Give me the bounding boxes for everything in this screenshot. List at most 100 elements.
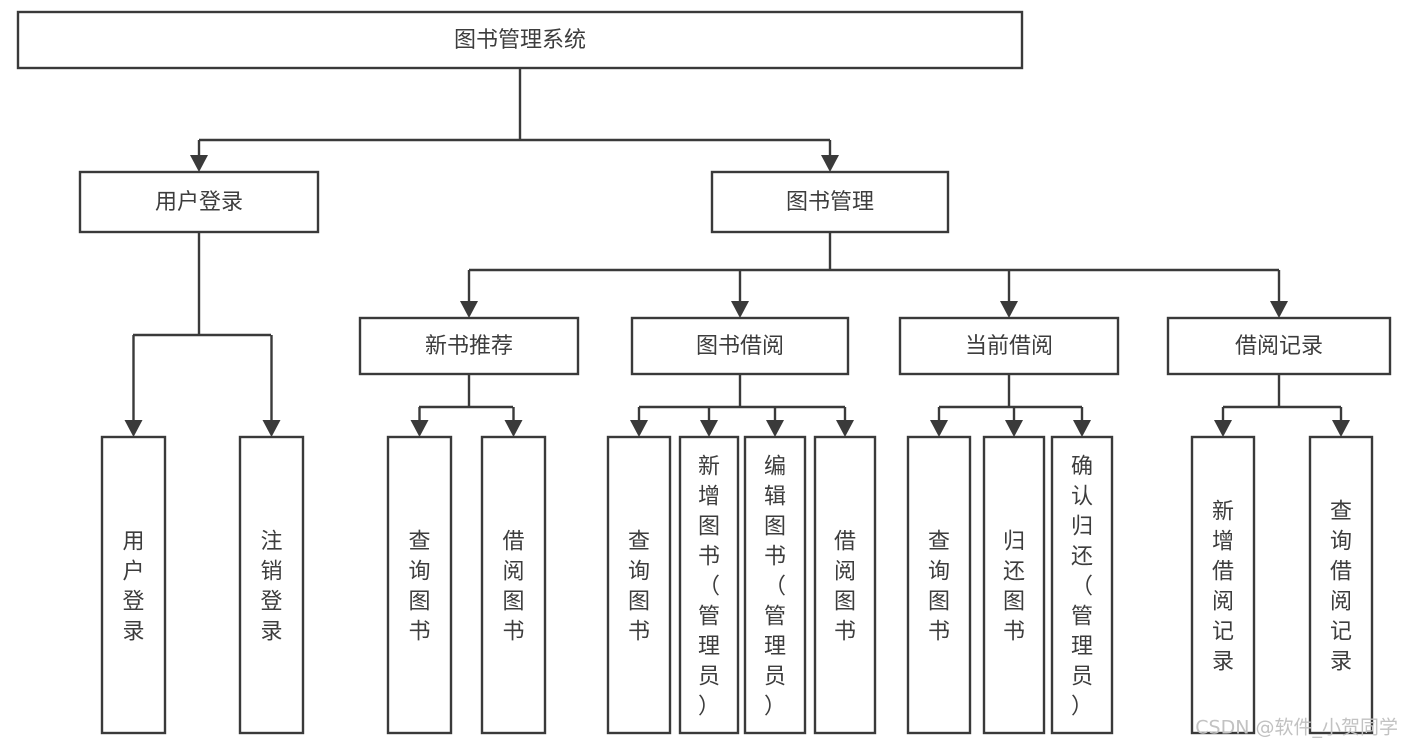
arrow-head-icon [1000,301,1018,318]
node-label-user-login: 用户登录 [155,190,243,215]
arrow-head-icon [930,420,948,437]
node-label-leaf-borrow-book-bb: 借阅图书 [834,529,856,644]
connector-group-bus-borrow-record [1223,374,1341,409]
node-user-login[interactable]: 用户登录 [78,170,320,234]
node-box-leaf-query-record[interactable] [1308,435,1374,735]
node-box-leaf-user-logout[interactable] [238,435,305,735]
node-leaf-query-book-bb[interactable]: 查询图书 [606,435,672,735]
connector-edge-book-manage-to-borrow-record [1270,270,1288,318]
connector-edge-book-borrow-to-leaf-edit-book [766,407,784,437]
node-new-book-rec[interactable]: 新书推荐 [358,316,580,376]
node-leaf-edit-book[interactable]: 编辑图书（管理员） [743,435,807,735]
node-label-leaf-query-book-bb: 查询图书 [628,529,650,644]
node-label-leaf-add-record: 新增借阅记录 [1212,499,1234,674]
node-leaf-query-record[interactable]: 查询借阅记录 [1308,435,1374,735]
node-root[interactable]: 图书管理系统 [16,10,1024,70]
arrow-head-icon [124,420,143,437]
node-leaf-add-record[interactable]: 新增借阅记录 [1190,435,1256,735]
arrow-head-icon [410,420,429,437]
node-box-leaf-edit-book[interactable] [743,435,807,735]
node-leaf-return-book[interactable]: 归还图书 [982,435,1046,735]
nodes-layer: 图书管理系统用户登录图书管理新书推荐图书借阅当前借阅借阅记录用户登录注销登录查询… [16,10,1392,735]
connector-edge-root-to-user-login [190,140,208,172]
node-label-leaf-borrow-book-rec: 借阅图书 [502,529,524,644]
connector-edge-root-to-book-manage [821,140,839,172]
node-leaf-borrow-book-bb[interactable]: 借阅图书 [813,435,877,735]
arrow-head-icon [821,155,839,172]
arrow-head-icon [1270,301,1288,318]
connector-edge-book-borrow-to-leaf-query-book-bb [630,407,648,437]
connector-group-bus-current-borrow [939,374,1082,409]
connector-edge-current-borrow-to-leaf-query-book-cb [930,407,948,437]
node-borrow-record[interactable]: 借阅记录 [1166,316,1392,376]
node-box-book-borrow[interactable] [630,316,850,376]
node-leaf-borrow-book-rec[interactable]: 借阅图书 [480,435,547,735]
connectors-layer [124,68,1350,437]
arrow-head-icon [1214,420,1232,437]
arrow-head-icon [766,420,784,437]
connector-edge-borrow-record-to-leaf-add-record [1214,407,1232,437]
node-label-book-borrow: 图书借阅 [696,334,784,359]
arrow-head-icon [1073,420,1091,437]
node-box-book-manage[interactable] [710,170,950,234]
node-label-leaf-add-book: 新增图书（管理员） [698,454,720,719]
node-book-manage[interactable]: 图书管理 [710,170,950,234]
node-current-borrow[interactable]: 当前借阅 [898,316,1120,376]
node-leaf-user-logout[interactable]: 注销登录 [238,435,305,735]
connector-edge-borrow-record-to-leaf-query-record [1332,407,1350,437]
arrow-head-icon [731,301,749,318]
connector-group-bus-new-book-rec [419,374,513,409]
node-leaf-add-book[interactable]: 新增图书（管理员） [678,435,740,735]
node-label-leaf-user-logout: 注销登录 [260,529,282,644]
node-box-leaf-query-book-bb[interactable] [606,435,672,735]
node-box-root[interactable] [16,10,1024,70]
node-box-new-book-rec[interactable] [358,316,580,376]
node-label-root: 图书管理系统 [454,28,586,53]
connector-edge-current-borrow-to-leaf-return-book [1005,407,1023,437]
connector-edge-book-manage-to-book-borrow [731,270,749,318]
connector-edge-book-borrow-to-leaf-borrow-book-bb [836,407,854,437]
node-box-leaf-add-book[interactable] [678,435,740,735]
node-box-current-borrow[interactable] [898,316,1120,376]
node-label-leaf-return-book: 归还图书 [1003,529,1025,644]
connector-edge-user-login-to-leaf-user-login [124,335,143,437]
node-label-leaf-query-record: 查询借阅记录 [1330,499,1352,674]
node-box-leaf-query-book-cb[interactable] [906,435,972,735]
node-label-leaf-user-login: 用户登录 [122,529,144,644]
arrow-head-icon [262,420,281,437]
arrow-head-icon [700,420,718,437]
connector-edge-new-book-rec-to-leaf-borrow-book-rec [504,407,523,437]
node-label-leaf-query-book-rec: 查询图书 [408,529,430,644]
connector-edge-new-book-rec-to-leaf-query-book-rec [410,407,429,437]
node-label-leaf-edit-book: 编辑图书（管理员） [764,454,786,719]
arrow-head-icon [504,420,523,437]
node-label-leaf-query-book-cb: 查询图书 [928,529,950,644]
arrow-head-icon [1005,420,1023,437]
connector-edge-current-borrow-to-leaf-confirm-return [1073,407,1091,437]
node-box-leaf-borrow-book-rec[interactable] [480,435,547,735]
node-box-leaf-user-login[interactable] [100,435,167,735]
node-label-book-manage: 图书管理 [786,190,874,215]
node-book-borrow[interactable]: 图书借阅 [630,316,850,376]
connector-group-bus-user-login [133,232,271,337]
node-box-leaf-query-book-rec[interactable] [386,435,453,735]
node-leaf-query-book-rec[interactable]: 查询图书 [386,435,453,735]
node-leaf-query-book-cb[interactable]: 查询图书 [906,435,972,735]
node-box-borrow-record[interactable] [1166,316,1392,376]
arrow-head-icon [190,155,208,172]
node-box-leaf-confirm-return[interactable] [1050,435,1114,735]
node-box-leaf-borrow-book-bb[interactable] [813,435,877,735]
node-box-leaf-return-book[interactable] [982,435,1046,735]
node-box-leaf-add-record[interactable] [1190,435,1256,735]
node-leaf-confirm-return[interactable]: 确认归还（管理员） [1050,435,1114,735]
node-label-current-borrow: 当前借阅 [965,334,1053,359]
node-box-user-login[interactable] [78,170,320,234]
arrow-head-icon [460,301,478,318]
connector-group-bus-root [199,68,830,142]
node-label-borrow-record: 借阅记录 [1235,334,1323,359]
connector-group-bus-book-borrow [639,374,845,409]
node-leaf-user-login[interactable]: 用户登录 [100,435,167,735]
connector-edge-book-manage-to-current-borrow [1000,270,1018,318]
